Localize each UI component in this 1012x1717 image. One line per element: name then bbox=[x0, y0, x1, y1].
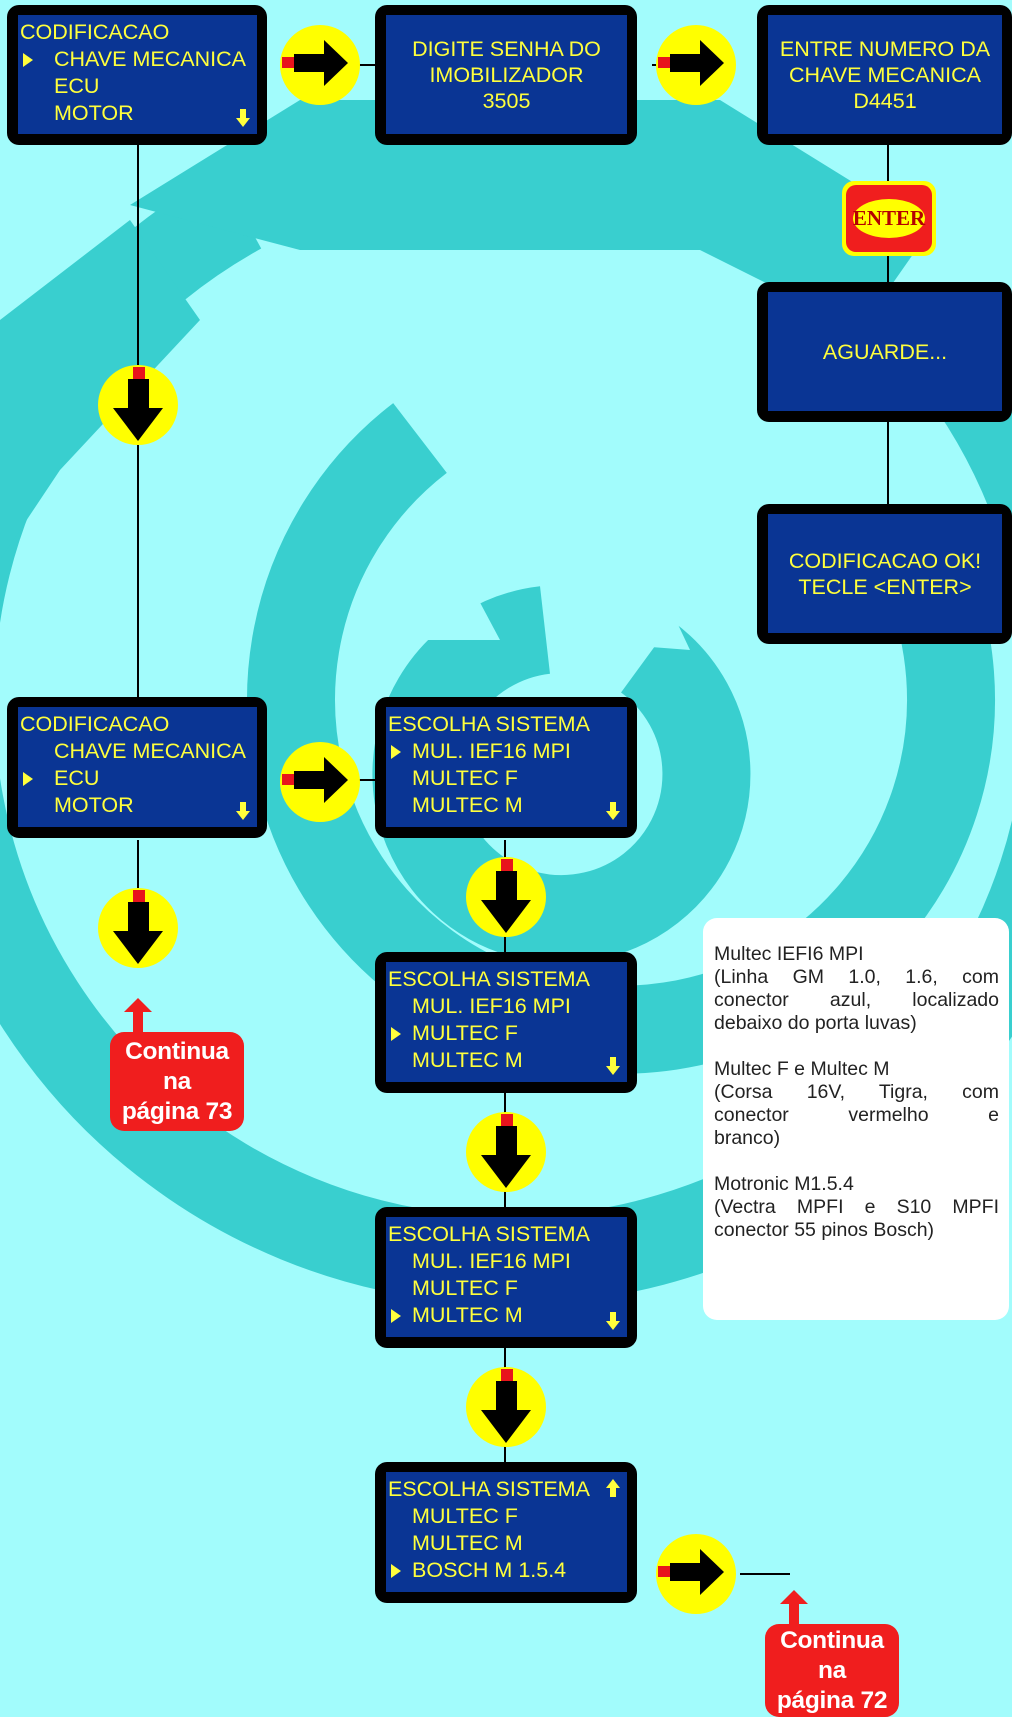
info-line: Multec IEFI6 MPI bbox=[714, 943, 864, 965]
screen-escolha-sistema-3: ESCOLHA SISTEMA MUL. IEF16 MPI MULTEC F … bbox=[375, 1207, 637, 1348]
info-line: conector 55 pinos Bosch) bbox=[714, 1219, 935, 1241]
screen-codificacao-chave: CODIFICACAO CHAVE MECANICA ECU MOTOR bbox=[7, 5, 267, 145]
info-line: conector vermelho e bbox=[714, 1104, 999, 1126]
info-line: Motronic M1.5.4 bbox=[714, 1173, 854, 1195]
arrow-right-icon bbox=[280, 742, 360, 822]
screen-line: MUL. IEF16 MPI bbox=[412, 1249, 571, 1273]
screen-line: MULTEC M bbox=[412, 1531, 523, 1555]
arrow-down-icon bbox=[98, 888, 178, 968]
red-up-arrow-icon bbox=[124, 998, 152, 1038]
arrow-right-icon bbox=[280, 25, 360, 105]
screen-line: CODIFICACAO bbox=[20, 20, 170, 44]
screen-line: CODIFICACAO bbox=[20, 712, 170, 736]
screen-line: 3505 bbox=[482, 88, 531, 113]
screen-line: ESCOLHA SISTEMA bbox=[388, 967, 590, 991]
screen-numero-chave: ENTRE NUMERO DA CHAVE MECANICA D4451 bbox=[757, 5, 1012, 145]
screen-line: CODIFICACAO OK! bbox=[788, 548, 982, 573]
screen-line-selected: BOSCH M 1.5.4 bbox=[386, 1557, 627, 1584]
screen-line: ESCOLHA SISTEMA bbox=[388, 1222, 590, 1246]
screen-line: AGUARDE... bbox=[822, 339, 948, 364]
scroll-down-icon bbox=[606, 802, 620, 820]
screen-line: ESCOLHA SISTEMA bbox=[388, 1477, 590, 1501]
lcd-display: ESCOLHA SISTEMA MULTEC F MULTEC M BOSCH … bbox=[386, 1472, 627, 1592]
info-panel: Multec IEFI6 MPI (Linha GM 1.0, 1.6, com… bbox=[703, 918, 1009, 1320]
screen-line: MOTOR bbox=[54, 101, 134, 125]
enter-key-icon: ENTER bbox=[842, 181, 936, 256]
screen-line: MULTEC M bbox=[412, 1048, 523, 1072]
screen-line-selected: MULTEC M bbox=[386, 1302, 627, 1329]
cursor-icon bbox=[391, 1309, 401, 1323]
cursor-icon bbox=[23, 772, 33, 786]
lcd-display: ESCOLHA SISTEMA MUL. IEF16 MPI MULTEC F … bbox=[386, 1217, 627, 1337]
info-paragraph-motronic: Motronic M1.5.4 (Vectra MPFI e S10 MPFI … bbox=[714, 1173, 999, 1242]
screen-line-selected: CHAVE MECANICA bbox=[18, 46, 257, 73]
info-line: (Corsa 16V, Tigra, com bbox=[714, 1081, 999, 1103]
screen-line: CHAVE MECANICA bbox=[54, 739, 246, 763]
scroll-up-icon bbox=[606, 1479, 620, 1497]
lcd-display: CODIFICACAO CHAVE MECANICA ECU MOTOR bbox=[18, 707, 257, 827]
info-line: (Vectra MPFI e S10 MPFI bbox=[714, 1196, 999, 1218]
screen-line: MUL. IEF16 MPI bbox=[412, 994, 571, 1018]
arrow-down-icon bbox=[466, 857, 546, 937]
screen-line: D4451 bbox=[853, 88, 917, 113]
lcd-display: ESCOLHA SISTEMA MUL. IEF16 MPI MULTEC F … bbox=[386, 962, 627, 1082]
scroll-down-icon bbox=[606, 1312, 620, 1330]
continue-page-72-badge[interactable]: Continua na página 72 bbox=[765, 1624, 899, 1717]
screen-line: ECU bbox=[54, 74, 100, 98]
info-paragraph-multec-f-m: Multec F e Multec M (Corsa 16V, Tigra, c… bbox=[714, 1058, 999, 1150]
screen-line-selected: MULTEC F bbox=[386, 1020, 627, 1047]
cursor-icon bbox=[391, 1564, 401, 1578]
screen-line: IMOBILIZADOR bbox=[429, 62, 584, 87]
screen-line: MULTEC F bbox=[412, 766, 518, 790]
scroll-down-icon bbox=[236, 109, 250, 127]
enter-key-label: ENTER bbox=[852, 206, 926, 230]
screen-line-selected: ECU bbox=[18, 765, 257, 792]
scroll-down-icon bbox=[236, 802, 250, 820]
arrow-down-icon bbox=[466, 1367, 546, 1447]
screen-line: ENTRE NUMERO DA bbox=[779, 36, 991, 61]
screen-aguarde: AGUARDE... bbox=[757, 282, 1012, 422]
arrow-right-icon bbox=[656, 25, 736, 105]
screen-line-selected: MUL. IEF16 MPI bbox=[386, 738, 627, 765]
lcd-display: AGUARDE... bbox=[768, 292, 1002, 411]
arrow-right-icon bbox=[656, 1534, 736, 1614]
screen-line: TECLE <ENTER> bbox=[798, 574, 972, 599]
info-line: (Linha GM 1.0, 1.6, com bbox=[714, 966, 999, 988]
red-up-arrow-icon bbox=[780, 1590, 808, 1630]
lcd-display: CODIFICACAO CHAVE MECANICA ECU MOTOR bbox=[18, 15, 257, 134]
screen-escolha-sistema-2: ESCOLHA SISTEMA MUL. IEF16 MPI MULTEC F … bbox=[375, 952, 637, 1093]
scroll-down-icon bbox=[606, 1057, 620, 1075]
continue-page-73-badge[interactable]: Continua na página 73 bbox=[110, 1032, 244, 1131]
screen-line: DIGITE SENHA DO bbox=[412, 36, 601, 61]
screen-senha-imobilizador: DIGITE SENHA DO IMOBILIZADOR 3505 bbox=[375, 5, 637, 145]
arrow-down-icon bbox=[466, 1112, 546, 1192]
info-line: conector azul, localizado bbox=[714, 989, 999, 1011]
continue-label: Continua na bbox=[125, 1037, 229, 1095]
lcd-display: ENTRE NUMERO DA CHAVE MECANICA D4451 bbox=[768, 15, 1002, 134]
info-line: debaixo do porta luvas) bbox=[714, 1012, 917, 1034]
screen-line: MULTEC M bbox=[412, 793, 523, 817]
info-line: Multec F e Multec M bbox=[714, 1058, 890, 1080]
info-line: branco) bbox=[714, 1127, 781, 1149]
info-paragraph-multec-iefi6: Multec IEFI6 MPI (Linha GM 1.0, 1.6, com… bbox=[714, 943, 999, 1035]
screen-line: CHAVE MECANICA bbox=[789, 62, 981, 87]
screen-codificacao-ok: CODIFICACAO OK! TECLE <ENTER> bbox=[757, 504, 1012, 644]
screen-line: ESCOLHA SISTEMA bbox=[388, 712, 590, 736]
continue-page-number: página 73 bbox=[121, 1097, 233, 1125]
screen-codificacao-ecu: CODIFICACAO CHAVE MECANICA ECU MOTOR bbox=[7, 697, 267, 838]
screen-escolha-sistema-1: ESCOLHA SISTEMA MUL. IEF16 MPI MULTEC F … bbox=[375, 697, 637, 838]
continue-page-number: página 72 bbox=[776, 1686, 888, 1714]
lcd-display: DIGITE SENHA DO IMOBILIZADOR 3505 bbox=[386, 15, 627, 134]
continue-label: Continua na bbox=[780, 1626, 884, 1684]
screen-line: MULTEC F bbox=[412, 1276, 518, 1300]
lcd-display: CODIFICACAO OK! TECLE <ENTER> bbox=[768, 514, 1002, 633]
screen-escolha-sistema-4: ESCOLHA SISTEMA MULTEC F MULTEC M BOSCH … bbox=[375, 1462, 637, 1603]
screen-line: MOTOR bbox=[54, 793, 134, 817]
arrow-down-icon bbox=[98, 365, 178, 445]
cursor-icon bbox=[391, 1027, 401, 1041]
lcd-display: ESCOLHA SISTEMA MUL. IEF16 MPI MULTEC F … bbox=[386, 707, 627, 827]
cursor-icon bbox=[391, 745, 401, 759]
screen-line: MULTEC F bbox=[412, 1504, 518, 1528]
cursor-icon bbox=[23, 53, 33, 67]
